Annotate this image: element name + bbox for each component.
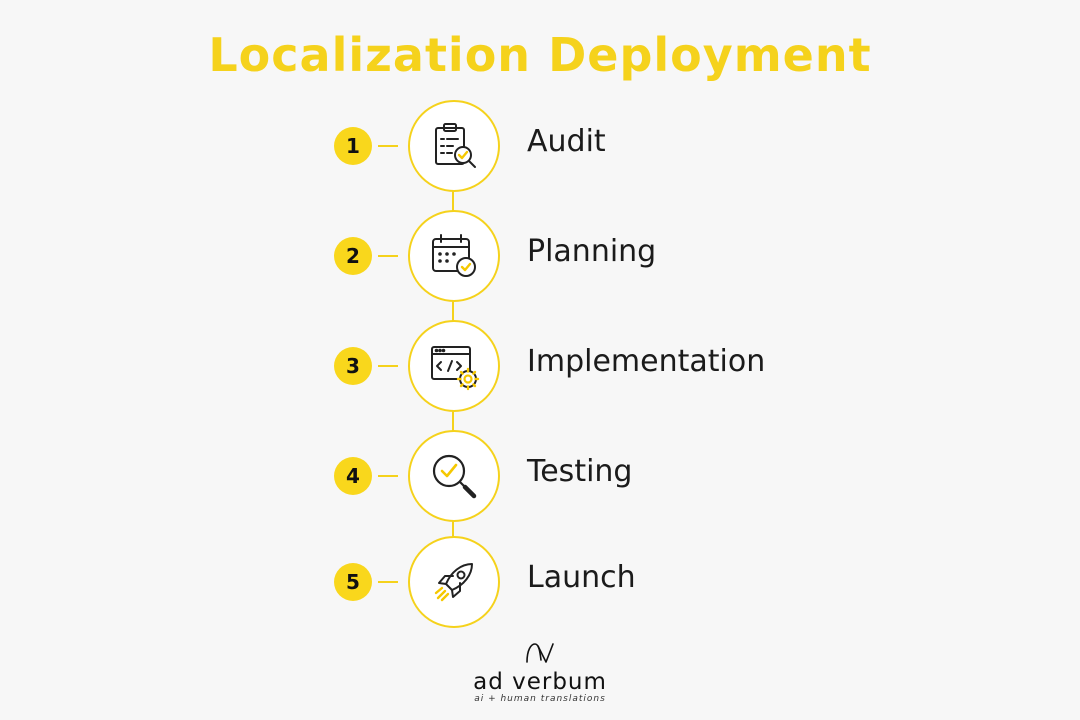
step-connector [378,475,398,477]
av-monogram-icon [526,643,554,663]
step-launch: 5 Launch [0,536,1080,628]
step-audit: 1 Audit [0,100,1080,192]
step-icon-circle [408,320,500,412]
brand-name: ad verbum [473,669,607,695]
brand-tagline: ai + human translations [474,694,606,704]
step-number: 1 [334,127,372,165]
step-label: Implementation [527,344,766,379]
page-title: Localization Deployment [208,28,872,82]
rocket-icon [434,563,473,602]
step-number: 5 [334,563,372,601]
step-icon-circle [408,100,500,192]
step-implementation: 3 Implementation [0,320,1080,412]
calendar-check-icon [432,234,476,277]
step-label: Launch [527,560,636,595]
step-connector [378,581,398,583]
step-testing: 4 Testing [0,430,1080,522]
clipboard-search-icon [435,123,476,168]
brand-logo: ad verbum ai + human translations [0,640,1080,704]
step-icon-circle [408,210,500,302]
step-label: Audit [527,124,606,159]
magnifier-check-icon [432,454,477,499]
code-window-gear-icon [431,346,480,391]
step-connector [378,365,398,367]
step-connector [378,145,398,147]
step-number: 3 [334,347,372,385]
step-connector [378,255,398,257]
step-label: Testing [527,454,633,489]
step-number: 2 [334,237,372,275]
step-icon-circle [408,430,500,522]
step-label: Planning [527,234,657,269]
step-planning: 2 Planning [0,210,1080,302]
step-number: 4 [334,457,372,495]
step-icon-circle [408,536,500,628]
